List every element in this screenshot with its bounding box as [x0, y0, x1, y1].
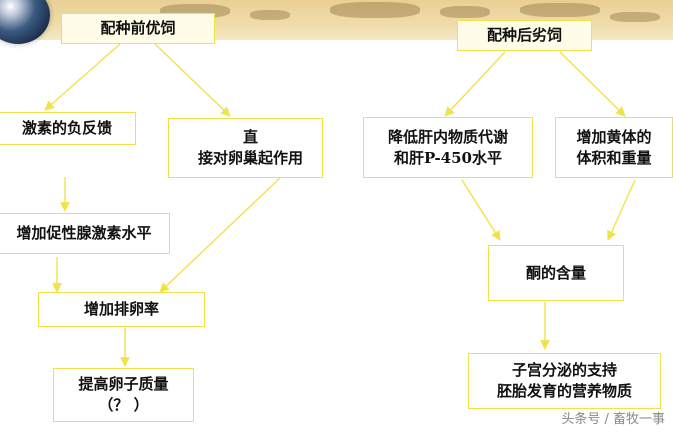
arrow-liver-to-ketone — [461, 179, 501, 241]
arrow-title-to-feedback — [44, 43, 121, 111]
node-uterine-support: 子宫分泌的支持 胚胎发育的营养物质 — [468, 353, 661, 409]
arrow-corpus-to-ketone — [607, 179, 636, 241]
arrow-title-to-direct — [154, 43, 231, 117]
node-increase-ovulation: 增加排卵率 — [38, 292, 205, 327]
node-direct-ovary-action: 直 接对卵巢起作用 — [168, 118, 323, 178]
node-hormone-feedback: 激素的负反馈 — [0, 112, 136, 145]
title-pre-mating-feeding: 配种前优饲 — [61, 13, 215, 44]
node-ketone-content: 酮的含量 — [488, 245, 624, 301]
node-liver-metabolism: 降低肝内物质代谢 和肝P-450水平 — [363, 117, 533, 178]
arrow-direct-to-ovulation — [159, 177, 281, 293]
node-increase-gonadotropin: 增加促性腺激素水平 — [0, 213, 170, 254]
arrow-title-to-corpus — [559, 51, 626, 117]
node-corpus-luteum: 增加黄体的 体积和重量 — [555, 117, 673, 178]
node-improve-egg-quality: 提高卵子质量 （？ ） — [53, 368, 194, 422]
title-post-mating-feeding: 配种后劣饲 — [457, 20, 592, 51]
arrow-title-to-liver — [444, 51, 506, 117]
watermark: 头条号 / 畜牧一事 — [561, 412, 665, 427]
